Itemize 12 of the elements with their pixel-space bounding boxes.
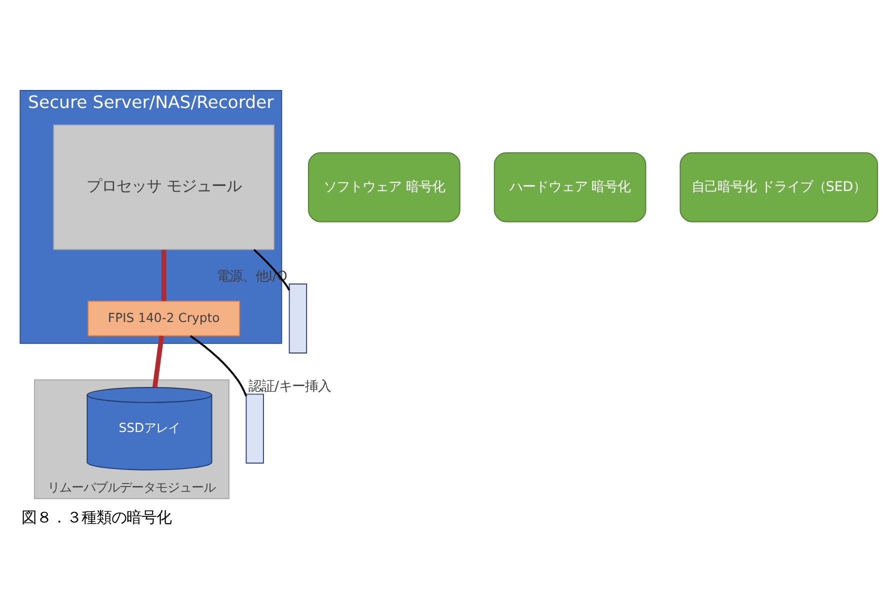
connector — [190, 335, 248, 396]
caption: 図８．３種類の暗号化 — [21, 508, 172, 526]
node-box: ハードウェア 暗号化 — [494, 152, 646, 222]
connector — [152, 336, 164, 388]
node-bar — [288, 284, 308, 354]
node-box: FPIS 140-2 Crypto — [88, 300, 240, 336]
connector — [161, 250, 166, 302]
node-label: 認証/キー挿入 — [248, 380, 332, 395]
node-box: プロセッサ モジュール — [53, 124, 274, 250]
node-box: ソフトウェア 暗号化 — [308, 152, 460, 222]
node-bar — [246, 394, 264, 464]
node-box: 自己暗号化 ドライブ（SED） — [680, 152, 878, 222]
